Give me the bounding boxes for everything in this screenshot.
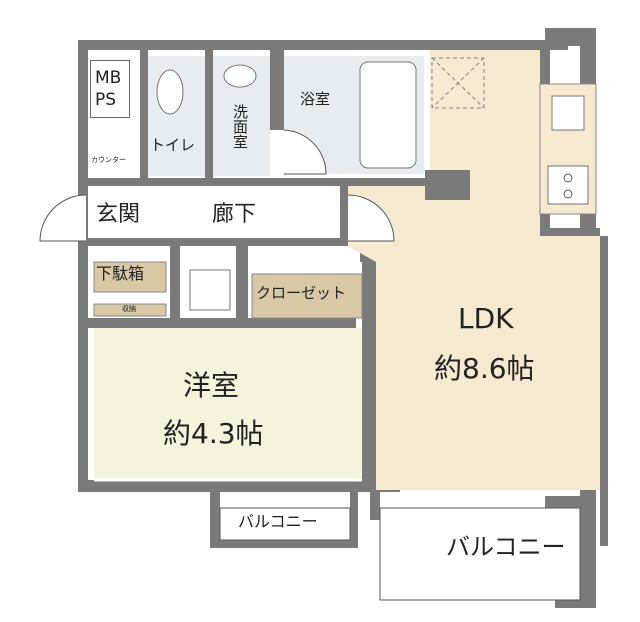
shoebox-fill xyxy=(93,261,167,293)
large-balcony xyxy=(379,507,581,601)
small-balcony-label: バルコニー xyxy=(238,512,318,531)
hallway-door xyxy=(347,194,395,242)
washbasin-icon xyxy=(223,64,257,88)
toilet-icon xyxy=(156,69,184,115)
shower-unit-icon xyxy=(189,269,231,311)
bathroom-door xyxy=(283,129,327,175)
mbps-box xyxy=(90,60,130,118)
toilet-label: トイレ xyxy=(150,136,196,154)
entrance-door xyxy=(39,194,87,242)
counter-label: カウンター xyxy=(91,156,126,164)
western-room-floor xyxy=(94,328,362,480)
shoebox-label: 下駄箱 xyxy=(96,264,145,283)
entrance-label: 玄関 xyxy=(96,202,141,227)
western-room-size: 約4.3帖 xyxy=(163,417,264,450)
sink-icon xyxy=(551,95,585,131)
ldk-size: 約8.6帖 xyxy=(434,352,535,385)
western-room-name: 洋室 xyxy=(183,369,240,402)
washroom-label: 洗面室 xyxy=(231,104,249,149)
small-balcony xyxy=(219,507,351,541)
mbps-label-1: MB xyxy=(95,68,122,88)
hallway-floor xyxy=(94,186,340,238)
closet-fill xyxy=(251,273,363,319)
storage-fill xyxy=(93,303,167,317)
refrigerator-space-icon xyxy=(431,57,485,109)
ldk-floor xyxy=(348,50,600,490)
mbps-label-2: PS xyxy=(95,90,117,110)
large-balcony-label: バルコニー xyxy=(446,533,566,561)
closet-label: クローゼット xyxy=(256,284,347,302)
ldk-name: LDK xyxy=(458,302,514,335)
bathtub-icon xyxy=(359,61,417,169)
bathroom-label: 浴室 xyxy=(300,90,331,108)
storage-label: 収納 xyxy=(122,305,136,313)
hallway-label: 廊下 xyxy=(212,202,257,227)
